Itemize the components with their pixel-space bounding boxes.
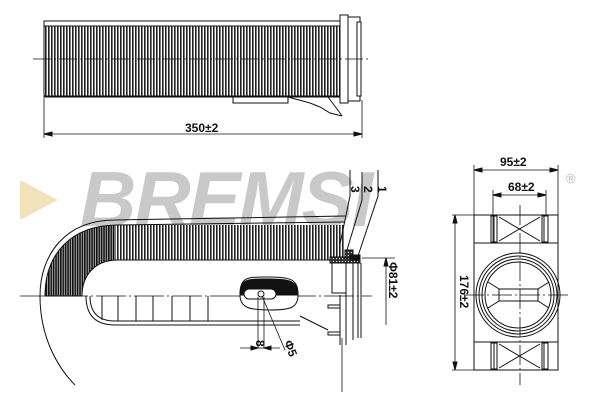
brand-arrow-icon: [20, 180, 58, 220]
side-view: [33, 14, 368, 138]
outlet-diameter-label: Φ81±2: [386, 262, 400, 299]
section-view: [20, 170, 395, 392]
inner-width-dimension-label: 68±2: [508, 180, 535, 194]
tab-width-label: 8: [253, 340, 267, 347]
callout-3: 3: [348, 186, 362, 193]
end-view: [452, 165, 570, 385]
mount-tab: [239, 276, 299, 351]
length-dimension-label: 350±2: [185, 121, 219, 135]
callout-2: 2: [361, 186, 375, 193]
callout-labels: 3 2 1: [348, 186, 389, 193]
callout-1: 1: [375, 186, 389, 193]
width-dimension-label: 95±2: [500, 155, 527, 169]
hole-diameter-label: Φ5: [281, 338, 300, 359]
registered-mark-icon: ®: [566, 171, 576, 186]
height-dimension-label: 176±2: [457, 275, 471, 309]
